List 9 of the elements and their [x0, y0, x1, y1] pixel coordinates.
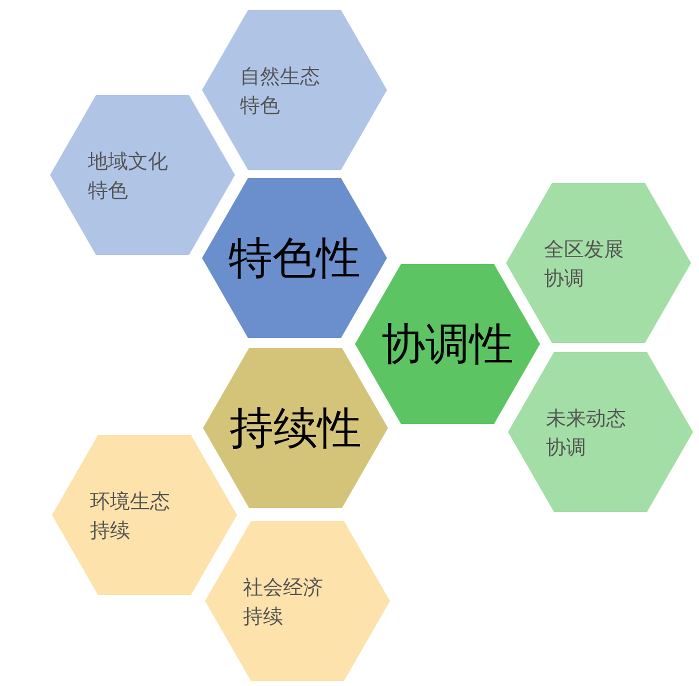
hexagon-label: 全区发展协调	[544, 236, 625, 292]
hexagon-label: 未来动态协调	[546, 405, 627, 461]
hexagon-label: 自然生态特色	[240, 63, 321, 119]
hexagon-label: 社会经济持续	[243, 574, 324, 630]
hexagon-title: 特色性	[228, 232, 360, 286]
hexagon-title: 协调性	[382, 318, 514, 372]
hexagon-label: 环境生态持续	[90, 488, 171, 544]
hexagon-label: 地域文化特色	[88, 148, 169, 204]
hexagon-title: 持续性	[230, 402, 362, 456]
